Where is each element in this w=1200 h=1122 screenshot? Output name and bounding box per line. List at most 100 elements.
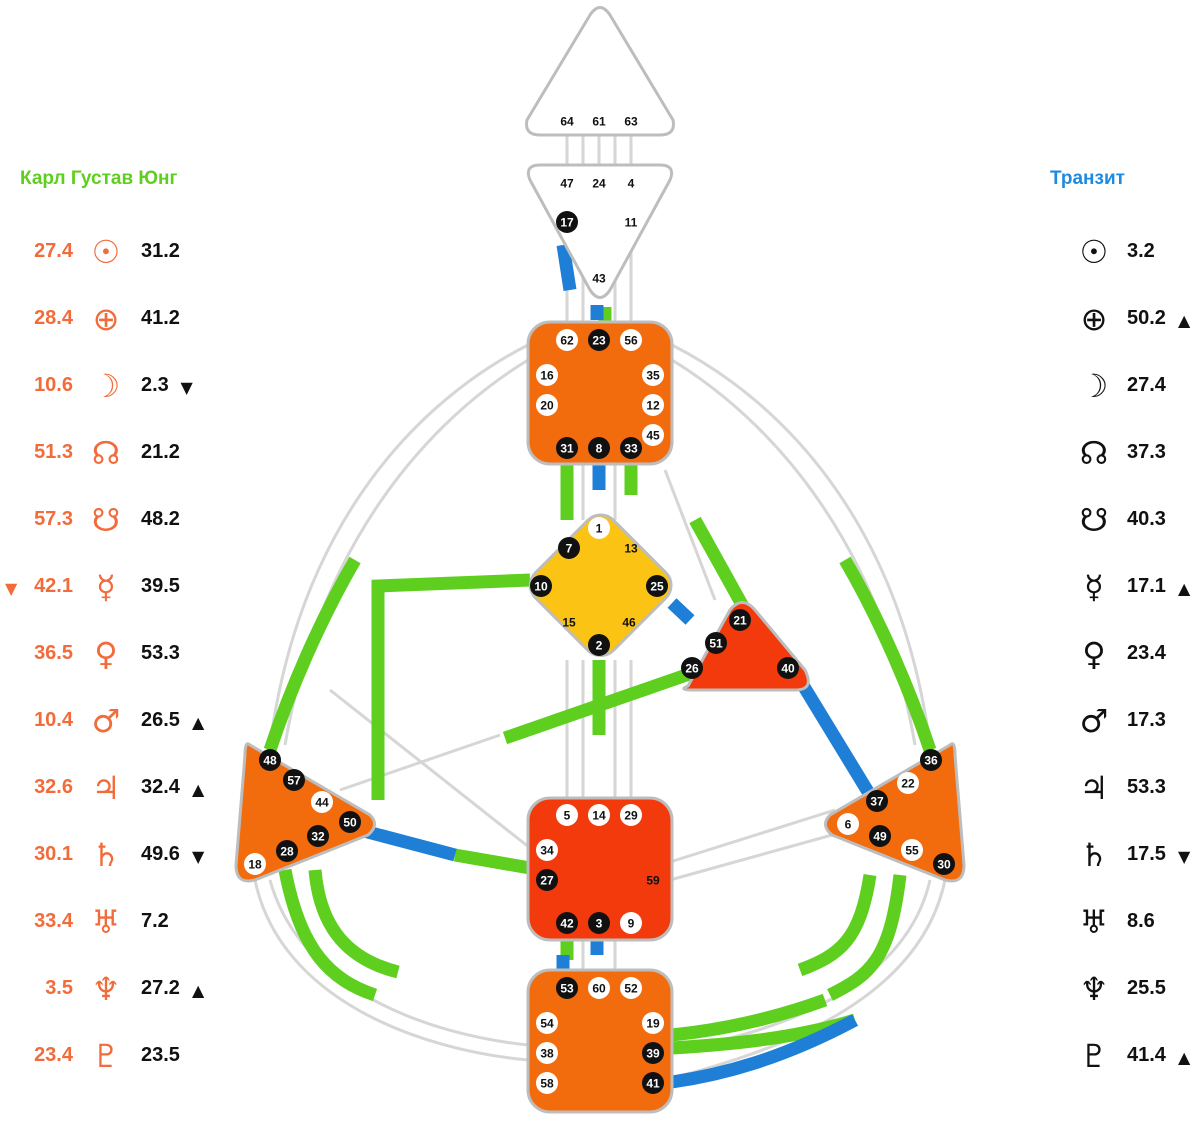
gate-number: 56: [624, 334, 638, 348]
planet-row: 51.3☊21.2: [0, 433, 260, 473]
transit-row: ♄17.5▼: [0, 835, 1200, 875]
transit-row: ☊37.3: [0, 433, 1200, 473]
transit-row: ♃53.3: [0, 768, 1200, 808]
gate-59: 59: [646, 874, 660, 888]
transit-value: 27.4: [1127, 374, 1166, 396]
gate-1: 1: [588, 517, 610, 539]
gate-58: 58: [536, 1072, 558, 1094]
gate-53: 53: [556, 977, 578, 999]
gate-number: 19: [646, 1017, 660, 1031]
gate-badge: [558, 537, 580, 559]
planet-row: 23.4♇23.5: [0, 1036, 260, 1076]
transit-value: 17.3: [1127, 709, 1166, 731]
gate-61: 61: [592, 115, 606, 129]
design-value: 32.6: [34, 776, 73, 798]
gate-13: 13: [624, 542, 638, 556]
down-arrow-icon: ▼: [180, 378, 193, 397]
gate-15: 15: [562, 616, 576, 630]
gate-number: 31: [560, 442, 574, 456]
gate-number: 10: [534, 580, 548, 594]
gate-number: 47: [560, 177, 574, 191]
gate-49: 49: [869, 825, 891, 847]
transit-value: 41.4: [1127, 1044, 1166, 1066]
gate-64: 64: [560, 115, 574, 129]
gate-56: 56: [620, 329, 642, 351]
sun-icon: ☉: [91, 233, 121, 271]
gate-number: 57: [287, 774, 301, 788]
design-value: 23.4: [34, 1044, 73, 1066]
gate-badge: [933, 853, 955, 875]
gate-number: 8: [596, 442, 603, 456]
gate-number: 44: [315, 796, 329, 810]
gate-3: 3: [588, 912, 610, 934]
gate-47: 47: [560, 177, 574, 191]
personality-value: 21.2: [141, 441, 180, 463]
transit-value: 3.2: [1127, 240, 1155, 262]
design-name-title: Карл Густав Юнг: [20, 168, 178, 189]
gate-4: 4: [628, 177, 635, 191]
design-value: 10.6: [34, 374, 73, 396]
gate-39: 39: [642, 1042, 664, 1064]
gate-5: 5: [556, 804, 578, 826]
gate-number: 40: [781, 662, 795, 676]
transit-row: ☉ 3.2: [0, 232, 1200, 272]
gate-29: 29: [620, 804, 642, 826]
down-arrow-icon: ▼: [192, 847, 205, 866]
gate-number: 17: [560, 216, 574, 230]
gate-30: 30: [933, 853, 955, 875]
down-arrow-icon: ▼: [1178, 847, 1191, 866]
gate-number: 24: [592, 177, 606, 191]
gate-20: 20: [536, 394, 558, 416]
transit-value: 40.3: [1127, 508, 1166, 530]
gate-number: 1: [596, 522, 603, 536]
transit-value: 53.3: [1127, 776, 1166, 798]
gate-45: 45: [642, 424, 664, 446]
earth-icon: ⊕: [1080, 300, 1108, 338]
gate-number: 12: [646, 399, 660, 413]
gate-number: 20: [540, 399, 554, 413]
transit-row: ⊕50.2▲: [0, 299, 1200, 339]
planet-row: ▼42.1☿39.5: [0, 567, 260, 607]
gate-number: 38: [540, 1047, 554, 1061]
gate-badge: [620, 977, 642, 999]
gate-badge: [681, 657, 703, 679]
transit-row: ☋40.3: [0, 500, 1200, 540]
gate-33: 33: [620, 437, 642, 459]
planet-row: 32.6♃32.4▲: [0, 768, 260, 808]
gate-badge: [642, 394, 664, 416]
gate-number: 61: [592, 115, 606, 129]
gate-badge: [556, 977, 578, 999]
transit-row: ☿17.1▲: [0, 567, 1200, 607]
up-arrow-icon: ▲: [192, 713, 205, 732]
gate-number: 3: [596, 917, 603, 931]
gate-badge: [536, 1012, 558, 1034]
design-value: 42.1: [34, 575, 73, 597]
gate-10: 10: [530, 575, 552, 597]
gate-badge: [588, 329, 610, 351]
up-arrow-icon: ▲: [1178, 1048, 1191, 1067]
transit-row: ♇41.4▲: [0, 1036, 1200, 1076]
gate-52: 52: [620, 977, 642, 999]
gate-badge: [536, 394, 558, 416]
gate-badge: [897, 772, 919, 794]
mercury-icon: ☿: [1084, 568, 1104, 606]
design-value: 28.4: [34, 307, 73, 329]
throat-center-shape: [526, 320, 674, 466]
root-center-shape: [526, 968, 674, 1114]
planet-row: 36.5♀53.3: [0, 634, 260, 674]
up-arrow-icon: ▲: [1178, 579, 1191, 598]
gate-18: 18: [244, 853, 266, 875]
personality-value: 27.2: [141, 977, 180, 999]
planet-row: 10.4♂26.5▲: [0, 701, 260, 741]
gate-badge: [588, 437, 610, 459]
gate-number: 54: [540, 1017, 554, 1031]
transit-value: 8.6: [1127, 910, 1155, 932]
transit-row: ♆25.5: [0, 969, 1200, 1009]
saturn-icon: ♄: [91, 836, 121, 874]
personality-value: 41.2: [141, 307, 180, 329]
gate-badge: [642, 1072, 664, 1094]
personality-value: 49.6: [141, 843, 180, 865]
design-value: 3.5: [45, 977, 73, 999]
gate-number: 7: [566, 542, 573, 556]
earth-icon: ⊕: [92, 300, 120, 338]
